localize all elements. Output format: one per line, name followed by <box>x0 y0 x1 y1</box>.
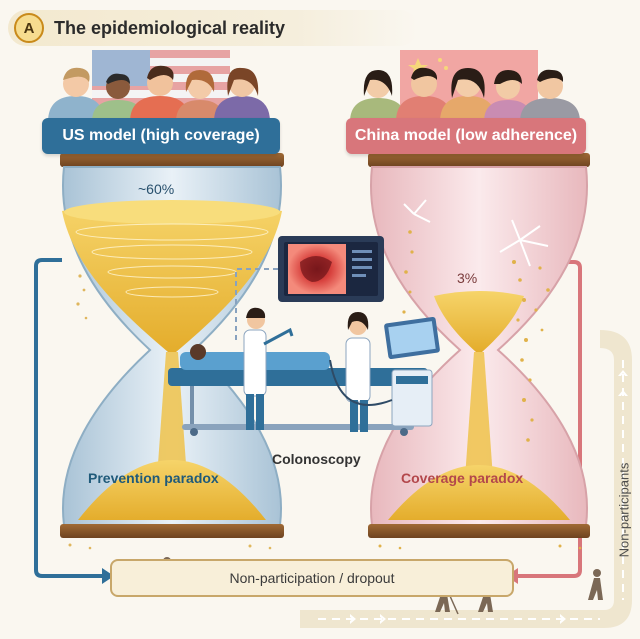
china-upper-sand <box>434 291 524 352</box>
prevention-paradox-label: Prevention paradox <box>88 470 219 486</box>
us-coverage-percent: ~60% <box>138 181 175 197</box>
non-participant-track <box>300 330 632 628</box>
non-participants-side-label: Non-participants <box>614 400 634 620</box>
section-badge: A <box>14 13 44 43</box>
colonoscopy-label: Colonoscopy <box>272 451 361 467</box>
china-hourglass <box>368 153 590 550</box>
colonoscopy-scene <box>168 307 440 436</box>
us-hourglass <box>60 153 284 550</box>
us-lower-sand <box>78 460 266 520</box>
us-model-banner: US model (high coverage) <box>42 118 280 154</box>
coverage-paradox-label: Coverage paradox <box>401 470 524 486</box>
us-loop-arrow <box>34 258 114 584</box>
china-lower-sand <box>388 465 570 520</box>
china-model-banner: China model (low adherence) <box>346 118 586 154</box>
dropout-label: Non-participation / dropout <box>229 570 395 586</box>
china-people-group <box>350 67 580 122</box>
section-title: The epidemiological reality <box>54 17 286 38</box>
non-participants-text: Non-participants <box>616 462 632 558</box>
china-glass-crack <box>403 199 549 267</box>
china-coverage-percent: 3% <box>457 270 478 286</box>
endoscopy-monitor <box>235 236 384 340</box>
us-people-group <box>48 65 270 122</box>
section-header: A The epidemiological reality <box>8 10 418 46</box>
dropout-box: Non-participation / dropout <box>110 559 514 597</box>
